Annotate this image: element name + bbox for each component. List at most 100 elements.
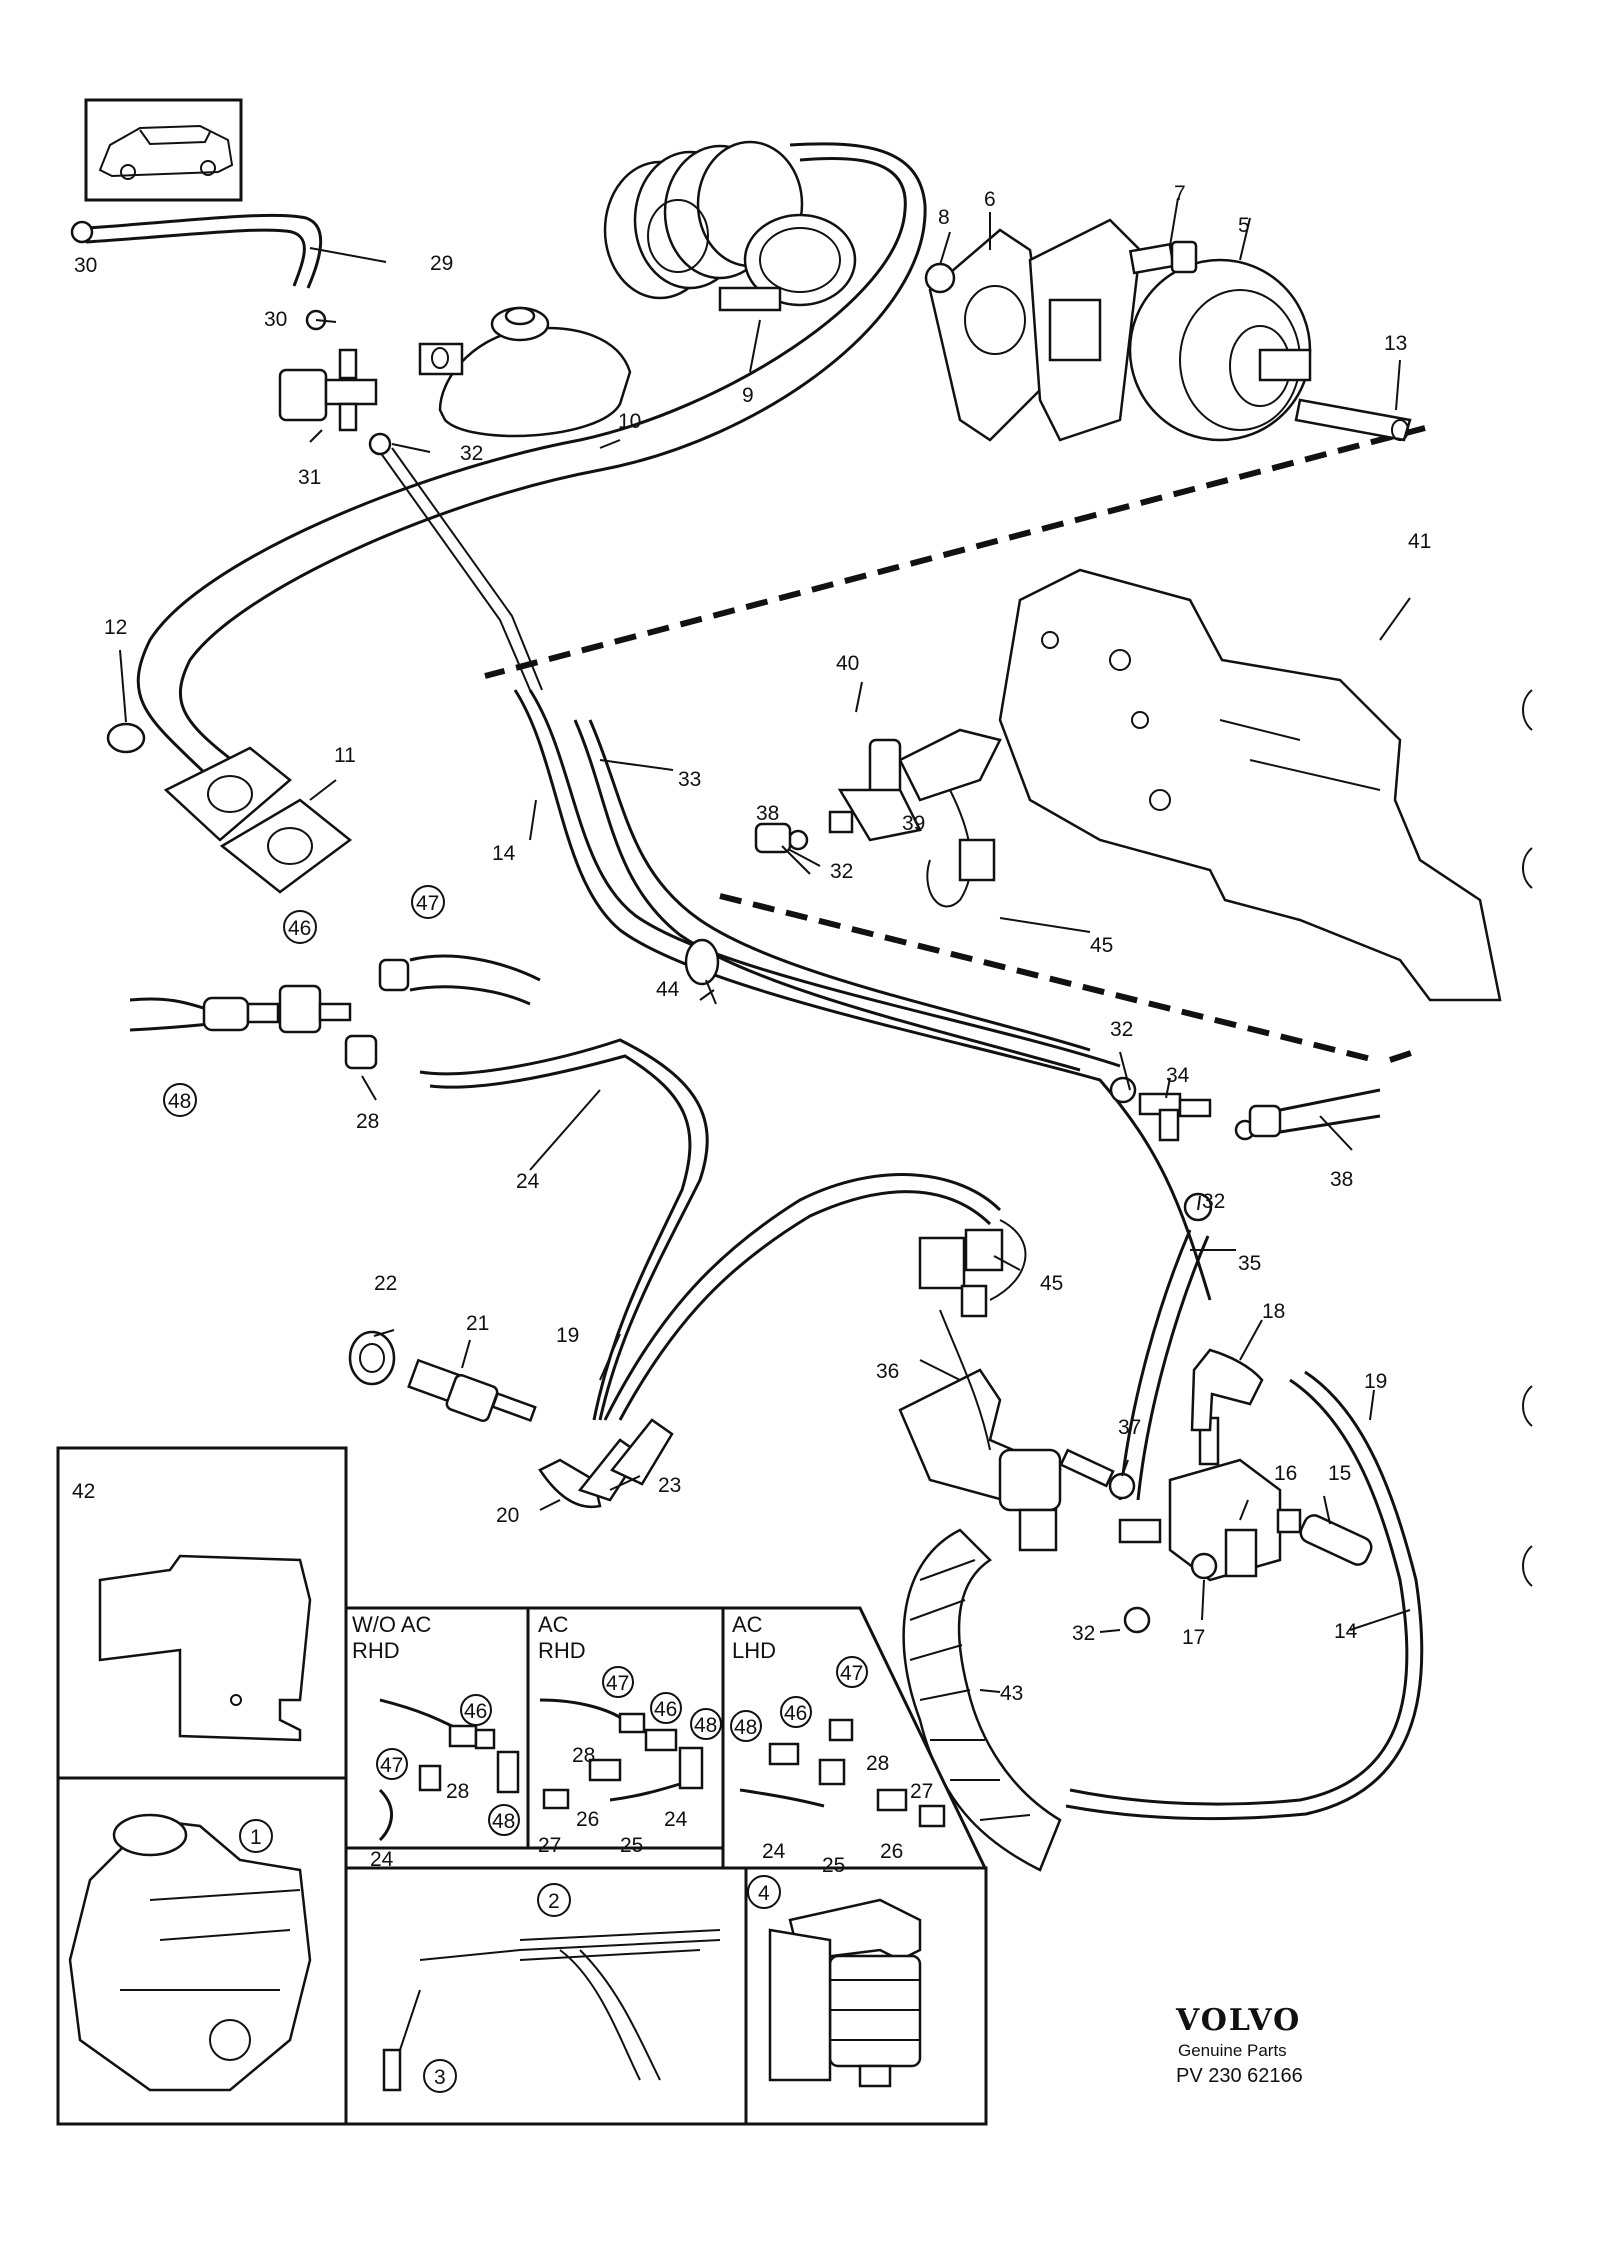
inset2-24: 24 [664, 1808, 688, 1831]
callout-33: 33 [678, 768, 701, 791]
hose-ends-20-23 [538, 1418, 674, 1509]
callout-21: 21 [466, 1312, 489, 1335]
inset-callouts: 46 47 28 48 24 47 46 48 28 26 24 27 25 4… [370, 1656, 933, 1877]
inset2-47: 47 [606, 1672, 629, 1695]
callout-32b: 32 [830, 860, 853, 883]
callout-32a: 32 [460, 442, 483, 465]
bolt-17 [1190, 1552, 1218, 1580]
callout-3: 3 [434, 2066, 446, 2089]
inset1-46: 46 [464, 1700, 487, 1723]
callout-39: 39 [902, 812, 925, 835]
callout-32e: 32 [1072, 1622, 1095, 1645]
circled-47: 47 [416, 892, 439, 915]
callout-5: 5 [1238, 214, 1250, 237]
inset2-28: 28 [572, 1744, 595, 1767]
brand-code: PV 230 62166 [1176, 2065, 1303, 2087]
temperature-sensor-21 [348, 1330, 537, 1423]
volvo-logo: VOLVO [1175, 2003, 1301, 2038]
callouts-main: 30 30 29 31 32 10 8 6 7 5 9 13 41 12 11 … [72, 182, 1431, 1705]
callout-8: 8 [938, 206, 950, 229]
callout-43: 43 [1000, 1682, 1023, 1705]
bracket-41 [998, 568, 1502, 1002]
inset-fuel-filter-4 [744, 1866, 988, 2126]
circled-46: 46 [288, 917, 311, 940]
callout-36: 36 [876, 1360, 899, 1383]
leader-lines [119, 197, 1411, 1693]
nut-8 [924, 262, 956, 294]
circled-callouts-lower: 1 2 3 4 [239, 1819, 781, 2093]
callout-15: 15 [1328, 1462, 1351, 1485]
callout-29: 29 [430, 252, 453, 275]
callout-37: 37 [1118, 1416, 1141, 1439]
circled-48: 48 [168, 1090, 191, 1113]
callout-38a: 38 [756, 802, 779, 825]
inset3-48: 48 [734, 1716, 757, 1739]
callout-45a: 45 [1090, 934, 1113, 957]
inset-ac-rhd-line1: AC [538, 1612, 569, 1637]
callout-18: 18 [1262, 1300, 1285, 1323]
inset-wo-ac-rhd-line1: W/O AC [352, 1612, 432, 1637]
bracket-36-valve [898, 1309, 1062, 1552]
callout-16: 16 [1274, 1462, 1297, 1485]
inset-wo-ac-rhd-line2: RHD [352, 1638, 400, 1663]
callout-32d: 32 [1202, 1190, 1225, 1213]
callout-28a: 28 [356, 1110, 379, 1133]
callout-7: 7 [1174, 182, 1186, 205]
inset1-48: 48 [492, 1810, 515, 1833]
callout-6: 6 [984, 188, 996, 211]
callout-32c: 32 [1110, 1018, 1133, 1041]
brand-subtitle: Genuine Parts [1178, 2041, 1287, 2060]
callout-11: 11 [334, 744, 356, 767]
inset1-47: 47 [380, 1754, 403, 1777]
callout-19b: 19 [1364, 1370, 1387, 1393]
margin-marks [1522, 689, 1533, 1587]
inset1-28: 28 [446, 1780, 469, 1803]
corrugated-intake-hose [603, 140, 804, 300]
callout-40: 40 [836, 652, 859, 675]
callout-14a: 14 [492, 842, 516, 865]
callout-14b: 14 [1334, 1620, 1358, 1643]
corrugated-tube-43 [902, 1528, 1062, 1872]
inset3-24: 24 [762, 1840, 786, 1863]
callout-31: 31 [298, 466, 321, 489]
inset2-46: 46 [654, 1698, 677, 1721]
callout-12: 12 [104, 616, 127, 639]
vacuum-actuator-5 [928, 218, 1412, 442]
inset-ac-lhd-line1: AC [732, 1612, 763, 1637]
callout-30a: 30 [74, 254, 97, 277]
connector-45-upper [918, 1219, 1027, 1318]
callout-1: 1 [250, 1826, 262, 1849]
callout-23: 23 [658, 1474, 681, 1497]
vehicle-thumbnail [84, 98, 243, 202]
solenoid-valve-16 [1118, 1348, 1302, 1582]
hose-clamp-9 [718, 213, 857, 312]
inset1-24: 24 [370, 1848, 394, 1871]
bolt-37 [1059, 1448, 1136, 1500]
t-fitting-34 [1138, 1088, 1381, 1142]
callout-34: 34 [1166, 1064, 1190, 1087]
callout-42: 42 [72, 1480, 95, 1503]
inset2-48: 48 [694, 1714, 717, 1737]
callout-13: 13 [1384, 332, 1407, 355]
brand-block: VOLVO Genuine Parts PV 230 62166 [1175, 2003, 1303, 2087]
inset2-27: 27 [538, 1834, 561, 1857]
callout-19a: 19 [556, 1324, 579, 1347]
callout-10: 10 [618, 410, 641, 433]
inset-headers: W/O AC RHD AC RHD AC LHD [352, 1612, 776, 1663]
inset-42 [56, 1446, 348, 1780]
assembly-boundary-dashed [484, 425, 1426, 1063]
callout-45b: 45 [1040, 1272, 1063, 1295]
callout-20: 20 [496, 1504, 519, 1527]
callout-30b: 30 [264, 308, 287, 331]
inset3-25: 25 [822, 1854, 845, 1877]
inset3-27: 27 [910, 1780, 933, 1803]
inset3-28: 28 [866, 1752, 889, 1775]
inset3-26: 26 [880, 1840, 903, 1863]
inset2-25: 25 [620, 1834, 643, 1857]
vacuum-regulator [418, 306, 632, 438]
callout-22: 22 [374, 1272, 397, 1295]
callout-2: 2 [548, 1890, 560, 1913]
inset-ac-lhd-line2: LHD [732, 1638, 776, 1663]
t-fitting-group [129, 954, 541, 1070]
